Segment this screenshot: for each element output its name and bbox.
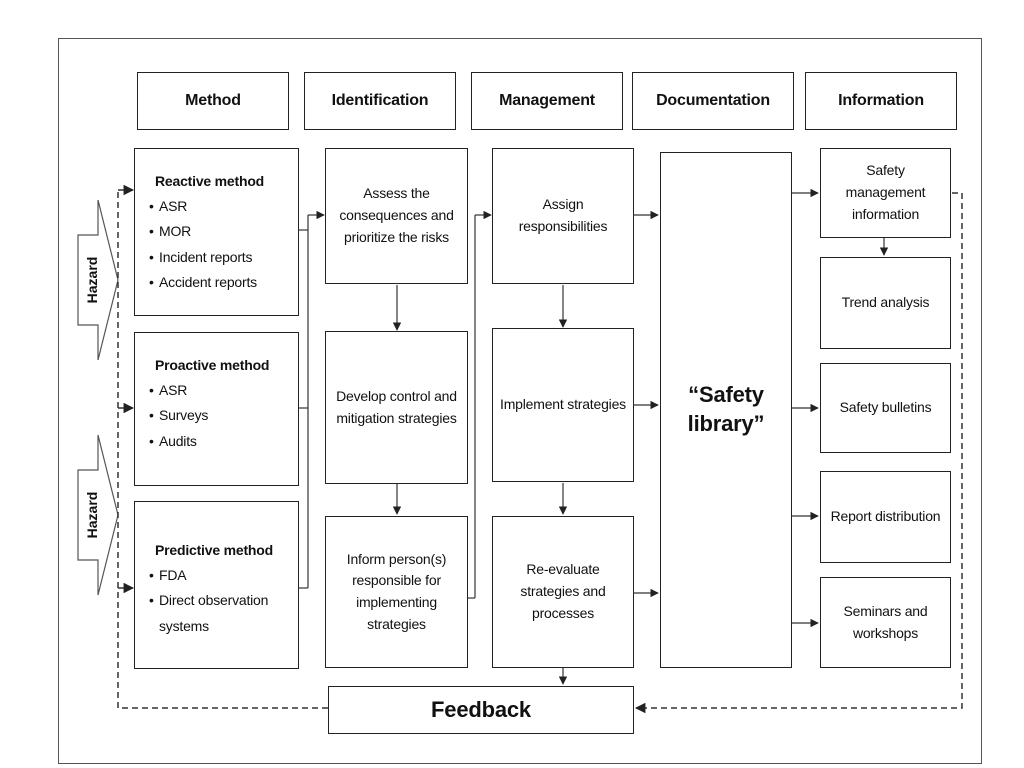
info-safety-bulletins: Safety bulletins [820, 363, 951, 453]
method-proactive: Proactive method ASR Surveys Audits [134, 332, 299, 486]
feedback-box: Feedback [328, 686, 634, 734]
method-item: FDA [149, 563, 298, 588]
method-item: Direct observation systems [149, 588, 298, 638]
header-information: Information [805, 72, 957, 130]
info-safety-management: Safety management information [820, 148, 951, 238]
header-management: Management [471, 72, 623, 130]
identification-develop: Develop control and mitigation strategie… [325, 331, 468, 484]
method-item: MOR [149, 219, 298, 244]
info-seminars: Seminars and workshops [820, 577, 951, 668]
header-identification: Identification [304, 72, 456, 130]
management-assign: Assign responsibilities [492, 148, 634, 284]
diagram-frame [58, 38, 982, 764]
method-item: Audits [149, 429, 298, 454]
management-implement: Implement strategies [492, 328, 634, 482]
management-reevaluate: Re-evaluate strategies and processes [492, 516, 634, 668]
method-item: ASR [149, 378, 298, 403]
feedback-loop-right [634, 192, 963, 714]
method-item: Incident reports [149, 245, 298, 270]
safety-library: “Safety library” [660, 152, 792, 668]
method-item: Surveys [149, 403, 298, 428]
identification-inform: Inform person(s) responsible for impleme… [325, 516, 468, 668]
hazard-arrow-2 [77, 434, 119, 596]
header-documentation: Documentation [632, 72, 794, 130]
info-report-distribution: Report distribution [820, 471, 951, 563]
feedback-loop-left [117, 190, 328, 709]
hazard-arrow-1 [77, 199, 119, 361]
identification-assess: Assess the consequences and prioritize t… [325, 148, 468, 284]
hazard-label-1: Hazard [84, 256, 100, 304]
method-reactive: Reactive method ASR MOR Incident reports… [134, 148, 299, 316]
method-item: ASR [149, 194, 298, 219]
header-method: Method [137, 72, 289, 130]
method-item: Accident reports [149, 270, 298, 295]
method-predictive: Predictive method FDA Direct observation… [134, 501, 299, 669]
hazard-label-2: Hazard [84, 491, 100, 539]
info-trend-analysis: Trend analysis [820, 257, 951, 349]
